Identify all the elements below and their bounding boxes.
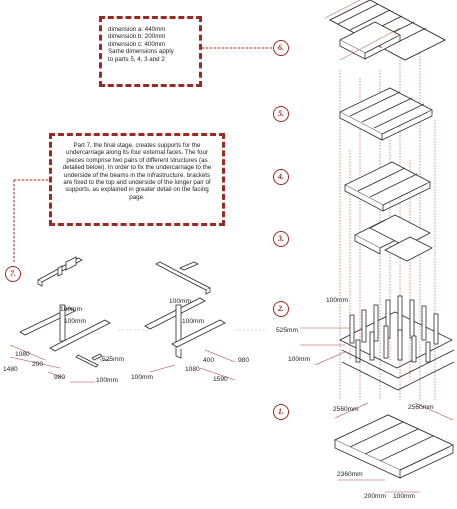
dim-left-100a: 100mm xyxy=(60,306,82,313)
dim-mid-100c: 100mm xyxy=(131,374,153,381)
part-7-support-large-mid xyxy=(144,297,226,359)
dim-mid-1590: 1590 xyxy=(213,376,228,383)
dim-s1-100: 100mm xyxy=(393,493,415,500)
same-dims-text: Same dimensions apply xyxy=(108,48,174,56)
dim-left-100c: 100mm xyxy=(96,377,118,384)
stage-4-frame xyxy=(344,161,431,212)
dim-left-980: 980 xyxy=(54,374,66,381)
dim-left-1480: 1480 xyxy=(3,366,18,373)
dimension-c-text: dimension c: 400mm xyxy=(108,40,166,48)
dimensions-note: dimension a: 440mm dimension b: 200mm di… xyxy=(99,16,202,87)
stage-1-label: 1. xyxy=(273,404,289,420)
stage-6-frame xyxy=(329,0,446,61)
stage-6-label: 6. xyxy=(273,40,289,56)
stage-5-label: 5. xyxy=(273,106,289,122)
dim-s2-100a: 100mm xyxy=(326,297,348,304)
same-dims-parts-text: to parts 5, 4, 3 and 2 xyxy=(108,55,165,63)
dim-left-1080: 1080 xyxy=(15,351,30,358)
stage-4-label: 4. xyxy=(273,169,289,185)
dim-mid-400: 400 xyxy=(203,357,215,364)
stage-3-label: 3. xyxy=(273,231,289,247)
dimension-a-text: dimension a: 440mm xyxy=(108,26,166,33)
stage-2-label: 2. xyxy=(273,301,289,317)
dim-mid-980: 980 xyxy=(238,357,250,364)
leader-lines xyxy=(13,47,272,262)
stage-1-base xyxy=(334,414,454,479)
part-7-support-large-left xyxy=(19,304,111,368)
stage-3-frame xyxy=(354,214,433,262)
dim-mid-100a: 100mm xyxy=(169,298,191,305)
dim-mid-100b: 100mm xyxy=(182,318,204,325)
part7-description-text: Part 7, the final stage, creates support… xyxy=(62,142,212,201)
part-7-support-small-right xyxy=(155,261,211,295)
stage-7-label: 7. xyxy=(5,266,21,282)
part-7-support-small-left xyxy=(37,256,83,287)
dim-left-100b: 100mm xyxy=(64,318,86,325)
stage-5-frame xyxy=(339,87,433,141)
dim-s2-100b: 100mm xyxy=(288,356,310,363)
stage-2-posts xyxy=(339,295,455,391)
dim-left-525: 525mm xyxy=(102,356,124,363)
part7-description-note: Part 7, the final stage, creates support… xyxy=(49,133,225,226)
dimension-b-text: dimension b: 200mm xyxy=(108,33,166,41)
dim-mid-1080: 1080 xyxy=(185,366,200,373)
dim-s1-2560b: 2560mm xyxy=(408,404,434,411)
dim-left-200: 200 xyxy=(32,361,44,368)
dim-s2-525: 525mm xyxy=(276,327,298,334)
dim-s1-200: 200mm xyxy=(364,493,386,500)
dim-s1-2560a: 2560mm xyxy=(333,406,359,413)
dim-s1-2360: 2360mm xyxy=(337,471,363,478)
